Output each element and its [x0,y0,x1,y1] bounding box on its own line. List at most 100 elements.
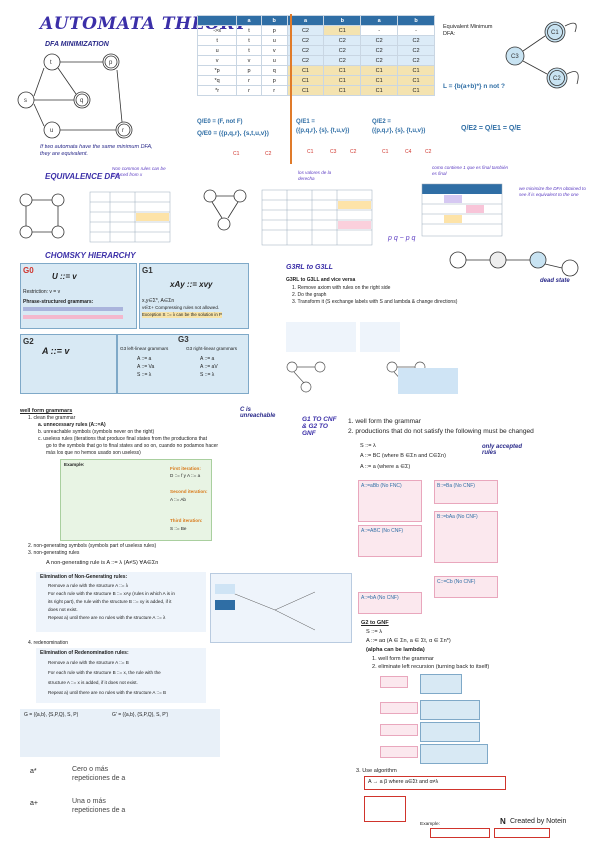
svg-text:s: s [24,98,27,104]
cnf-box [358,480,422,522]
cnf-box-title: A::=bA (No CNF) [361,595,399,601]
table-cell: C2 [286,25,325,36]
notein-logo: N [500,817,506,826]
g1-line-a: x,y∈Σ*, A∈Σn [142,298,175,304]
table-cell: C1 [397,75,435,86]
table-cell: C1 [397,85,435,96]
table-cell: C2 [286,35,325,46]
example-box [60,459,212,541]
table-cell: C2 [397,45,435,56]
g3-left-rule: A ::= a [137,356,152,362]
g3rl-sub: G3RL to G3LL and vice versa [286,277,356,283]
table-cell: C1 [360,75,399,86]
g3rl-step: 3. Transform it (S exchange labels with … [292,299,458,305]
table-cell: t [236,45,262,56]
min-equiv-dfa [449,251,579,277]
qe2b: ({p,q,r}, {s}, {t,u,v}) [372,128,426,134]
g1-label: G1 [142,266,153,275]
table-cell: C1 [323,75,362,86]
second-iter-rule: A ::= Ab [170,497,186,502]
cnf-rule: S ::= λ [360,443,376,449]
g3rl-grammar-2 [360,322,400,352]
g3-right-rule: A ::= a [200,356,215,362]
table-cell: C1 [286,65,325,76]
gnf-step: 3. Use algorithm [356,768,397,774]
table-cell: *r [196,85,238,96]
well-heading: well form grammars [20,408,73,414]
well-step: 3. non-generating rules [28,550,80,556]
g0-restriction: Restriction: v = v [23,289,61,295]
table-header-cell: b [323,15,362,26]
cnf-box-title: B::=Ba (No CNF) [437,483,475,489]
well-substep: a. unnecessary rules (A::=A) [38,422,106,428]
table-cell: C2 [323,45,362,56]
table-cell: C1 [323,25,362,36]
g3-left-heading: G3 left-linear grammars [120,346,169,351]
table-cell: C2 [360,55,399,66]
table-cell: C2 [360,35,399,46]
table-cell: C2 [323,55,362,66]
table-cell: C1 [360,85,399,96]
elim-r-step: structure A ::= x is added, if it does n… [48,680,138,685]
well-step: 1. clean the grammar [28,415,76,421]
a-plus-desc: Una o más repeticiones de a [72,798,126,814]
table-cell: t [196,35,238,46]
g3ll-result [398,368,458,394]
g3rl-step: 1. Remove axiom with rules on the right … [292,285,391,291]
table-cell: C1 [397,65,435,76]
dead-state-label: dead state [540,278,570,284]
gnf-step: 1. well form the grammar [372,656,434,662]
second-iter: Second iteration: [170,489,208,494]
table-cell: C2 [397,55,435,66]
alg-box [364,776,506,790]
elim-ng-title: Elimination of Non-Generating rules: [40,574,128,580]
table-cell: C1 [286,75,325,86]
table-cell: ->s [196,25,238,36]
g3-right-rule: S ::= λ [200,372,215,378]
g3-right-heading: G3 right-linear grammars [186,346,238,351]
g1-line-b: v∈Σ+ Compressing rules not allowed. [142,305,220,310]
qe-result: Q/E2 = Q/E1 = Q/E [461,125,521,132]
g3rl-grammar [286,322,356,352]
table-cell: v [260,45,288,56]
grammar-left: G = ({a,b}, {S,P,Q}, S, P) [24,712,79,718]
note-right-values: los valores de la derecha [298,170,332,181]
g3-left-rule: A ::= Va [137,364,155,370]
grammar-right: G' = ({a,b}, {S,P,Q}, S, P') [112,712,169,718]
elim-r-step: Remove a rule with the structure A ::= B [48,660,129,665]
equiv-table-2 [261,189,373,246]
elim-r-title: Elimination of Redenomination rules: [40,650,129,656]
g0-label: G0 [23,266,34,275]
gnf-rule: A ::= aα (A ∈ Σn, a ∈ Σt, α ∈ Σn*) [366,638,451,644]
class-label: C2 [265,151,272,157]
elim-ng-step: For each rule with the structure B ::= x… [48,591,175,596]
elim-ng-step: its right part), the rule with the struc… [48,599,172,604]
cnf-step: 2. productions that do not satisfy the f… [348,428,534,435]
g3rl-step: 2. Do the graph [292,292,327,298]
table-cell: r [236,75,262,86]
cnf-rule: A ::= BC (where B ∈Σn and C∈Σn) [360,453,446,459]
qe0: Q/E0 = (F, not F) [197,119,243,125]
well-substep-cont: más los que no hemos usado son useless) [46,450,141,456]
equivalent-label: Equivalent Minimum DFA: [443,24,493,37]
cnf-box-title: C::=Cb (No CNF) [437,579,476,585]
non-generating-rule: A non-generating rule is A ::= λ (A≠S) ∀… [46,560,159,566]
table-header-cell: a [286,15,325,26]
alg-text: A → a β where a∈Σt and α≠λ [368,779,439,785]
svg-text:t: t [50,60,52,66]
table-cell: C1 [360,65,399,76]
table-header-cell [196,15,238,26]
svg-text:r: r [122,128,124,134]
g1-rule: xAy ::= xvy [170,280,213,289]
table-cell: C2 [286,45,325,56]
table-cell: *p [196,65,238,76]
unreachable-note: C is unreachable [240,407,276,419]
table-cell: u [196,45,238,56]
svg-text:u: u [50,128,53,134]
